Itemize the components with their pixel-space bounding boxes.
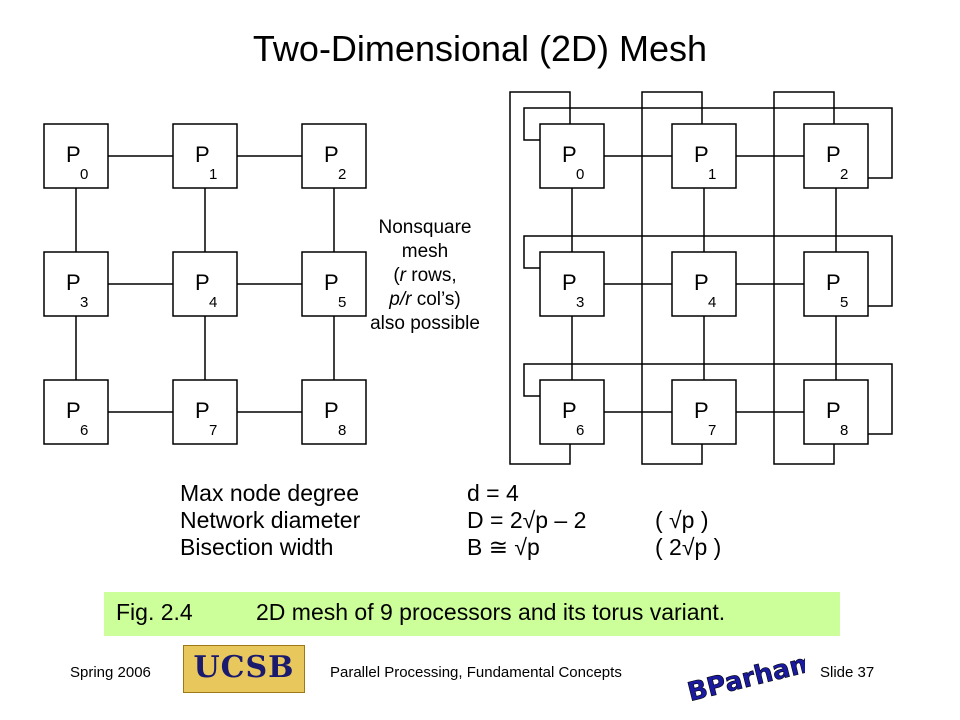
torus-node-index-5: 5 xyxy=(840,294,848,311)
bparhami-logo: BParhami xyxy=(684,648,805,708)
caption-text: 2D mesh of 9 processors and its torus va… xyxy=(256,599,726,625)
footer-course-title: Parallel Processing, Fundamental Concept… xyxy=(330,664,622,681)
torus-node-label-5: P xyxy=(826,270,841,295)
torus-wrap-column-2 xyxy=(773,91,835,465)
mesh-node-index-7: 7 xyxy=(209,422,217,439)
mesh-node-label-7: P xyxy=(195,398,210,423)
footer-term: Spring 2006 xyxy=(70,664,151,681)
torus-node-label-7: P xyxy=(694,398,709,423)
mesh-node-index-4: 4 xyxy=(209,294,217,311)
footer-slide-number: Slide 37 xyxy=(820,664,875,681)
note-line-1: Nonsquare xyxy=(378,217,472,238)
torus-node-5 xyxy=(803,251,869,317)
note-line-3: (r rows, xyxy=(393,265,457,286)
torus-node-1 xyxy=(671,123,737,189)
mesh-node-6 xyxy=(43,379,109,445)
nonsquare-note: Nonsquare mesh (r rows, p/r col’s) also … xyxy=(345,216,505,336)
torus-node-label-1: P xyxy=(694,142,709,167)
torus-node-index-2: 2 xyxy=(840,166,848,183)
mesh-node-7 xyxy=(172,379,238,445)
mesh-node-index-2: 2 xyxy=(338,166,346,183)
mesh-node-1 xyxy=(172,123,238,189)
note-line-2: mesh xyxy=(401,241,449,262)
torus-node-index-6: 6 xyxy=(576,422,584,439)
torus-wrap-row-1 xyxy=(523,235,893,307)
mesh-node-8 xyxy=(301,379,367,445)
mesh-node-label-5: P xyxy=(324,270,339,295)
metric-label: Max node degree xyxy=(180,480,360,506)
mesh-node-index-0: 0 xyxy=(80,166,88,183)
mesh-node-label-1: P xyxy=(195,142,210,167)
note-line-5: also possible xyxy=(370,313,480,334)
torus-node-label-6: P xyxy=(562,398,577,423)
note-line-4: p/r col’s) xyxy=(389,289,461,310)
mesh-node-0 xyxy=(43,123,109,189)
torus-node-7 xyxy=(671,379,737,445)
torus-wrap-column-0 xyxy=(509,91,571,465)
mesh-node-index-8: 8 xyxy=(338,422,346,439)
ucsb-logo: UCSB xyxy=(183,645,305,693)
metric-value: D = 2√p – 2 xyxy=(467,507,587,533)
mesh-node-label-2: P xyxy=(324,142,339,167)
torus-node-index-8: 8 xyxy=(840,422,848,439)
torus-node-index-0: 0 xyxy=(576,166,584,183)
torus-node-2 xyxy=(803,123,869,189)
torus-node-6 xyxy=(539,379,605,445)
torus-node-index-7: 7 xyxy=(708,422,716,439)
metric-label: Bisection width xyxy=(180,534,334,560)
torus-node-index-1: 1 xyxy=(708,166,716,183)
torus-node-0 xyxy=(539,123,605,189)
torus-wrap-row-2 xyxy=(523,363,893,435)
metric-value: B ≅ √p xyxy=(467,534,540,560)
mesh-node-label-8: P xyxy=(324,398,339,423)
metric-value: d = 4 xyxy=(467,480,519,506)
figure-caption: Fig. 2.4 2D mesh of 9 processors and its… xyxy=(104,592,840,636)
torus-node-4 xyxy=(671,251,737,317)
torus-node-label-8: P xyxy=(826,398,841,423)
metric-label: Network diameter xyxy=(180,507,361,533)
mesh-node-5 xyxy=(301,251,367,317)
slide-title: Two-Dimensional (2D) Mesh xyxy=(252,28,708,69)
torus-node-3 xyxy=(539,251,605,317)
torus-wrap-row-0 xyxy=(523,107,893,179)
torus-node-label-4: P xyxy=(694,270,709,295)
torus-node-label-3: P xyxy=(562,270,577,295)
torus-node-8 xyxy=(803,379,869,445)
mesh-node-2 xyxy=(301,123,367,189)
mesh-node-index-5: 5 xyxy=(338,294,346,311)
torus-node-label-2: P xyxy=(826,142,841,167)
mesh-node-label-0: P xyxy=(66,142,81,167)
torus-node-label-0: P xyxy=(562,142,577,167)
mesh-node-4 xyxy=(172,251,238,317)
caption-figure-number: Fig. 2.4 xyxy=(116,599,193,625)
torus-node-index-4: 4 xyxy=(708,294,716,311)
torus-wrap-column-1 xyxy=(641,91,703,465)
mesh-node-label-4: P xyxy=(195,270,210,295)
mesh-node-index-6: 6 xyxy=(80,422,88,439)
torus-node-index-3: 3 xyxy=(576,294,584,311)
metric-torus: ( √p ) xyxy=(655,507,709,533)
mesh-node-3 xyxy=(43,251,109,317)
ucsb-logo-text: UCSB xyxy=(193,650,295,685)
mesh-node-index-3: 3 xyxy=(80,294,88,311)
mesh-node-label-6: P xyxy=(66,398,81,423)
bparhami-logo-text: BParhami xyxy=(685,648,805,708)
mesh-node-label-3: P xyxy=(66,270,81,295)
metric-torus: ( 2√p ) xyxy=(655,534,722,560)
mesh-node-index-1: 1 xyxy=(209,166,217,183)
